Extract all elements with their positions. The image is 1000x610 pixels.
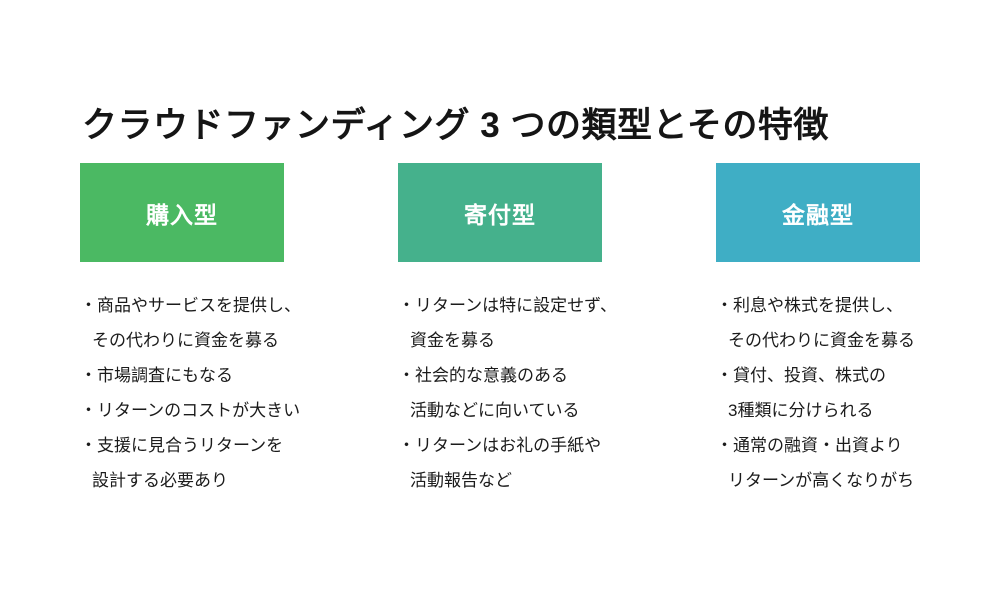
page-title: クラウドファンディング 3 つの類型とその特徴 [82, 106, 829, 146]
feature-list: ・商品やサービスを提供し、 その代わりに資金を募る ・市場調査にもなる ・リター… [80, 288, 312, 498]
feature-line: 活動報告など [410, 471, 512, 490]
feature-line: ・市場調査にもなる [80, 366, 233, 385]
type-card-financial: 金融型 [716, 163, 920, 262]
feature-line: ・社会的な意義のある [398, 366, 568, 385]
feature-line: ・商品やサービスを提供し、 [80, 296, 301, 315]
type-card-donation: 寄付型 [398, 163, 602, 262]
feature-line: ・リターンのコストが大きい [80, 401, 301, 420]
feature-line: ・支援に見合うリターンを [80, 436, 284, 455]
type-card-header: 寄付型 [464, 201, 536, 228]
feature-line: ・利息や株式を提供し、 [716, 296, 903, 315]
feature-line: ・リターンは特に設定せず、 [398, 296, 617, 315]
feature-line: ・通常の融資・出資より [716, 436, 903, 455]
type-card-purchase: 購入型 [80, 163, 284, 262]
type-card-header: 金融型 [782, 201, 854, 228]
feature-line: 資金を募る [410, 331, 495, 350]
feature-line: ・貸付、投資、株式の [716, 366, 886, 385]
feature-line: 活動などに向いている [410, 401, 580, 420]
feature-line: その代わりに資金を募る [92, 331, 279, 350]
type-column-financial: 金融型 ・利息や株式を提供し、 その代わりに資金を募る ・貸付、投資、株式の 3… [716, 163, 948, 498]
type-column-donation: 寄付型 ・リターンは特に設定せず、 資金を募る ・社会的な意義のある 活動などに… [398, 163, 630, 498]
type-card-header: 購入型 [146, 201, 218, 228]
feature-line: リターンが高くなりがち [728, 471, 915, 490]
feature-line: 3種類に分けられる [728, 401, 874, 420]
feature-list: ・利息や株式を提供し、 その代わりに資金を募る ・貸付、投資、株式の 3種類に分… [716, 288, 948, 498]
feature-list: ・リターンは特に設定せず、 資金を募る ・社会的な意義のある 活動などに向いてい… [398, 288, 630, 498]
type-column-purchase: 購入型 ・商品やサービスを提供し、 その代わりに資金を募る ・市場調査にもなる … [80, 163, 312, 498]
feature-line: 設計する必要あり [92, 471, 228, 490]
feature-line: ・リターンはお礼の手紙や [398, 436, 602, 455]
feature-line: その代わりに資金を募る [728, 331, 915, 350]
